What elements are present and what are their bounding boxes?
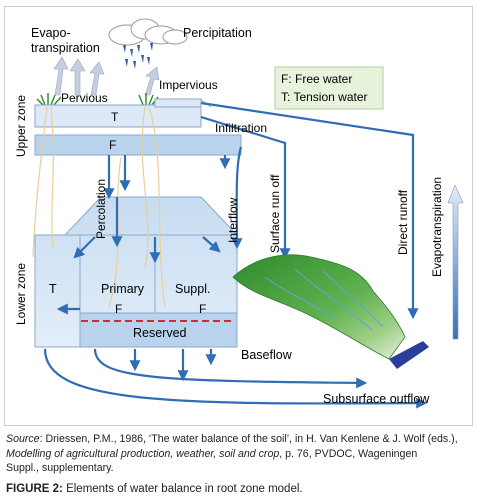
source-caption: Source: Driessen, P.M., 1986, ‘The water… — [6, 432, 472, 476]
upper-f-label: F — [109, 138, 116, 152]
terrain-illustration — [232, 254, 429, 369]
legend-tension-water: T: Tension water — [281, 90, 368, 104]
source-text-part2: , p. 76, PVDOC, Wageningen — [279, 447, 418, 460]
evapotranspiration-arrow — [447, 184, 464, 340]
legend-free-water: F: Free water — [281, 72, 352, 86]
primary-label: Primary — [101, 282, 145, 296]
evapotranspiration-arrows — [53, 56, 160, 96]
interflow-label: Interflow — [226, 197, 240, 243]
figure-label: FIGURE 2: — [6, 483, 63, 495]
upper-t-label: T — [111, 110, 119, 124]
source-label: Source — [6, 433, 40, 445]
source-italic-title: Modelling of agricultural production, we… — [6, 447, 280, 460]
rain-icon — [123, 43, 153, 69]
lower-zone-tank — [34, 196, 238, 348]
lower-zone-label: Lower zone — [14, 263, 28, 325]
roots — [32, 106, 166, 308]
primary-f-label: F — [115, 302, 122, 316]
cloud-icon — [108, 18, 188, 46]
evapotranspiration-label: Evapotranspiration — [430, 177, 444, 277]
lower-t-label: T — [49, 282, 57, 296]
baseflow-label: Baseflow — [241, 348, 293, 362]
reserved-label: Reserved — [133, 326, 187, 340]
diagram-frame: Evapo- transpiration Percipitation Pervi… — [4, 6, 473, 426]
impervious-label: Impervious — [159, 78, 218, 92]
evapo-label-line2: transpiration — [31, 41, 100, 55]
source-text-part3: Suppl., supplementary. — [6, 462, 114, 474]
percolation-label: Percolation — [94, 179, 108, 239]
legend-box — [274, 66, 384, 110]
surface-runoff-label: Surface run off — [268, 174, 282, 253]
upper-zone-label: Upper zone — [14, 95, 28, 157]
subsurface-outflow-label: Subsurface outflow — [323, 392, 430, 406]
source-text-part1: : Driessen, P.M., 1986, ‘The water balan… — [39, 433, 458, 445]
suppl-label: Suppl. — [175, 282, 210, 296]
suppl-f-label: F — [199, 302, 206, 316]
direct-runoff-label: Direct runoff — [396, 189, 410, 255]
upper-zone-tank — [34, 98, 242, 156]
flow-arrows — [43, 101, 428, 409]
infiltration-label: Infiltration — [215, 121, 267, 135]
figure-caption: FIGURE 2: Elements of water balance in r… — [6, 483, 472, 495]
figure-caption-text: Elements of water balance in root zone m… — [62, 483, 303, 495]
pervious-label: Pervious — [61, 91, 108, 105]
water-balance-diagram: Evapo- transpiration Percipitation Pervi… — [14, 18, 464, 409]
precipitation-label: Percipitation — [183, 26, 252, 40]
evapo-label-line1: Evapo- — [31, 26, 71, 40]
grass-icon — [36, 93, 159, 106]
